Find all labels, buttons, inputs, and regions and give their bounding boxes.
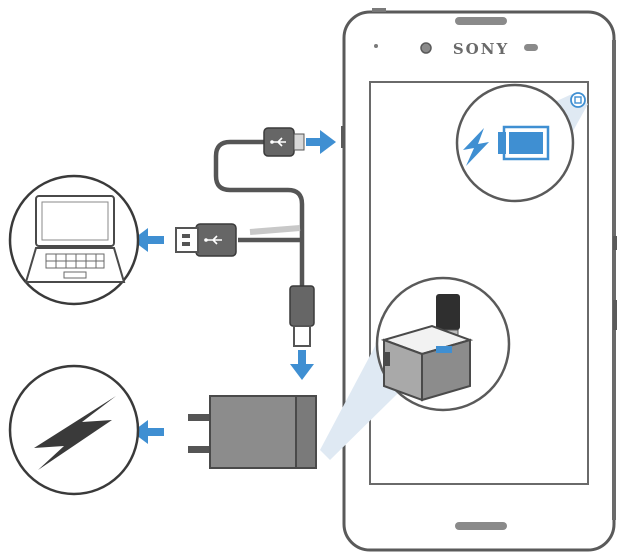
micro-usb-connector — [263, 127, 305, 157]
charger-prong-bottom — [188, 446, 212, 453]
battery-icon — [498, 125, 550, 161]
phone-top-speaker — [455, 17, 507, 25]
charger-prong-top — [188, 414, 212, 421]
phone-side-key-right-2 — [613, 300, 617, 330]
front-camera — [420, 42, 432, 54]
arrow-to-charger — [290, 350, 314, 380]
cable-wire — [213, 139, 305, 286]
phone-indicator — [524, 44, 538, 51]
phone-top-slot — [372, 8, 386, 12]
charger-icon — [188, 395, 317, 469]
phone-right-edge — [612, 40, 616, 520]
usb-symbol-icon — [270, 137, 286, 147]
status-battery-callout — [455, 83, 588, 203]
lightning-bolt-icon — [34, 396, 116, 470]
laptop-base — [24, 247, 126, 283]
power-outlet-icon — [8, 364, 140, 496]
phone-brand: SONY — [453, 40, 509, 58]
charger-front-face — [295, 395, 317, 469]
charger-detail-callout — [320, 276, 511, 460]
arrow-to-wall-power — [132, 420, 164, 444]
status-battery-icon — [570, 92, 586, 108]
phone-side-key-right-1 — [613, 236, 617, 250]
phone-side-key-left — [341, 126, 345, 148]
usb-a-connector-laptop — [175, 223, 237, 257]
arrow-to-laptop — [132, 228, 164, 252]
lightning-bolt-icon — [463, 128, 489, 166]
arrow-to-phone — [306, 130, 336, 154]
laptop-icon — [8, 174, 140, 306]
proximity-sensor — [374, 44, 378, 48]
phone: SONY — [341, 8, 617, 552]
phone-bottom-speaker — [455, 522, 507, 530]
charger-detail-block — [380, 324, 474, 402]
usb-symbol-icon — [204, 235, 222, 245]
usb-a-connector-charger — [289, 285, 315, 347]
usb-cable — [175, 127, 315, 347]
cable-shadow — [249, 225, 301, 235]
laptop-keyboard — [45, 253, 105, 279]
